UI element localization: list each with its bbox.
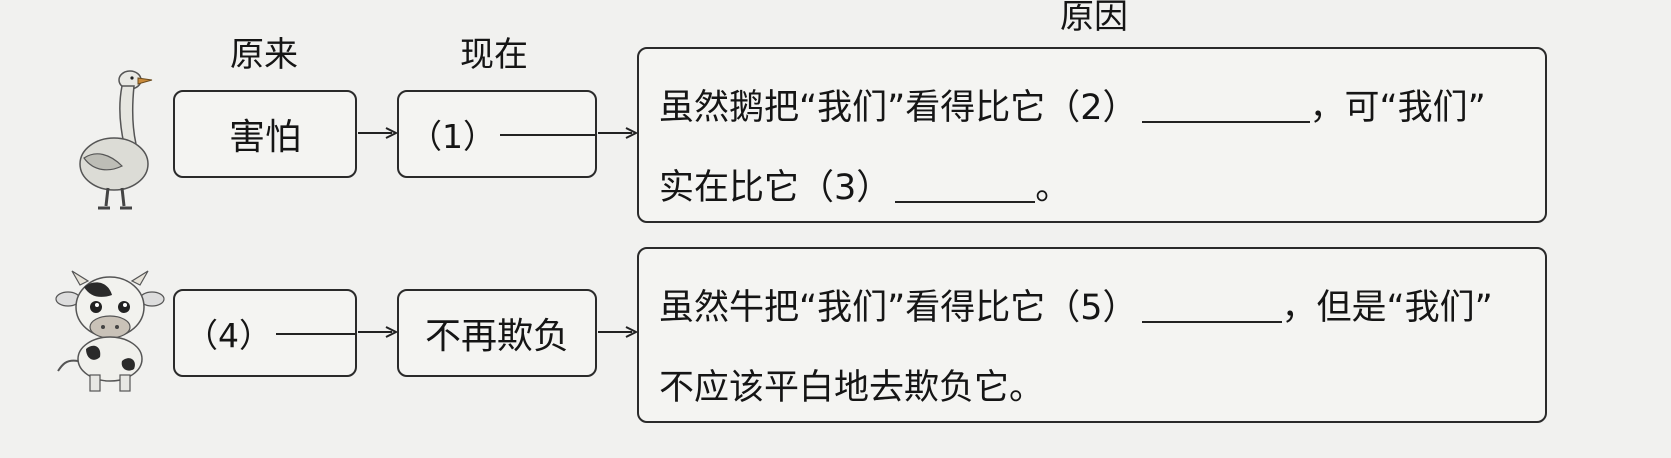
header-reason: 原因: [1060, 0, 1128, 37]
header-now: 现在: [460, 35, 528, 75]
cow-now-box: 不再欺负: [397, 289, 597, 377]
goose-icon: [79, 70, 153, 210]
cow-reason-box: 虽然牛把“我们”看得比它（5） ，但是“我们” 不应该平白地去欺负它。: [637, 247, 1547, 423]
goose-reason-line2: 实在比它（3）: [659, 168, 892, 208]
arrow-icon: [358, 127, 398, 139]
arrow-icon: [598, 127, 638, 139]
answer-blank-5[interactable]: [1141, 320, 1282, 323]
answer-blank-2[interactable]: [1141, 120, 1310, 123]
arrow-icon: [358, 326, 398, 338]
answer-blank-3[interactable]: [895, 200, 1036, 203]
goose-original-text: 害怕: [228, 117, 301, 158]
cow-reason-line1: 虽然牛把“我们”看得比它（5）: [659, 288, 1138, 328]
cow-now-text: 不再欺负: [424, 316, 569, 357]
cow-original-box: （4）: [173, 289, 357, 377]
cow-original-label: （4）: [185, 316, 272, 355]
goose-reason-line2-end: 。: [1035, 168, 1071, 208]
goose-now-label: （1）: [409, 117, 496, 156]
answer-blank-4[interactable]: [276, 332, 355, 335]
goose-original-box: 害怕: [173, 90, 357, 178]
cow-icon: [55, 270, 165, 392]
goose-reason-line1: 虽然鹅把“我们”看得比它（2）: [659, 88, 1138, 128]
header-original: 原来: [230, 35, 298, 75]
goose-now-box: （1）: [397, 90, 597, 178]
goose-reason-line1-end: ，可“我们”: [1309, 88, 1486, 128]
cow-reason-line1-end: ，但是“我们”: [1281, 288, 1493, 328]
cow-reason-line2: 不应该平白地去欺负它。: [659, 368, 1045, 408]
arrow-icon: [598, 326, 638, 338]
answer-blank-1[interactable]: [500, 133, 595, 136]
goose-reason-box: 虽然鹅把“我们”看得比它（2） ，可“我们” 实在比它（3） 。: [637, 47, 1547, 223]
